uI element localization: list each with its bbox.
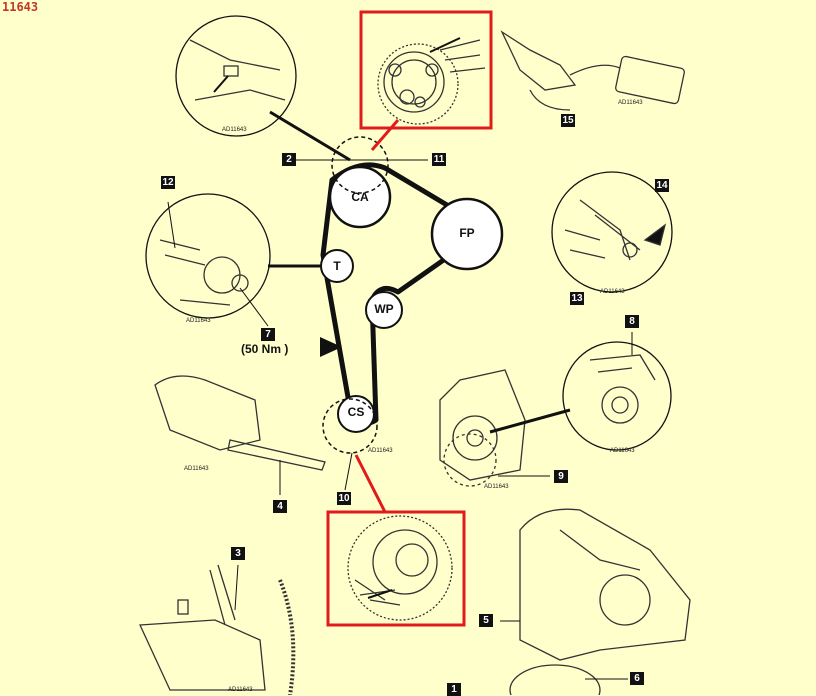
- callout-7: 7: [261, 328, 275, 341]
- callout-4: 4: [273, 500, 287, 513]
- callout-15: 15: [561, 114, 575, 127]
- pulley-fuel-pump: FP: [430, 197, 504, 271]
- callout-6: 6: [630, 672, 644, 685]
- detail-tensioner: [145, 193, 322, 327]
- callout-1: 1: [447, 683, 461, 696]
- figure-ref-8: AD11643: [368, 448, 393, 454]
- detail-timing-cover: [500, 508, 691, 695]
- detail-flywheel-lock: [139, 564, 296, 695]
- callout-12: 12: [161, 176, 175, 189]
- pulley-camshaft: CA: [328, 165, 392, 229]
- leader-10: [344, 452, 353, 491]
- camshaft-timing-mark-circle: [331, 136, 389, 194]
- figure-ref-9: AD11643: [228, 687, 253, 693]
- pulley-tensioner-label: T: [333, 259, 341, 273]
- crankshaft-timing-mark-circle: [322, 398, 378, 454]
- belt-direction-arrow-icon: [320, 337, 342, 357]
- pulley-water-pump: WP: [365, 291, 403, 329]
- detail-tensioner-adjust: [551, 171, 673, 293]
- detail-fuel-pump-sprocket: [439, 332, 672, 487]
- detail-crankshaft-tool: [154, 375, 326, 495]
- crankshaft-highlight-connector: [354, 454, 387, 513]
- callout-14: 14: [655, 179, 669, 192]
- figure-ref-5: AD11643: [184, 466, 209, 472]
- callout-2: 2: [282, 153, 296, 166]
- figure-ref-7: AD11643: [484, 484, 509, 490]
- callout-10: 10: [337, 492, 351, 505]
- figure-ref-3: AD11643: [186, 318, 211, 324]
- figure-ref-2: AD11643: [618, 100, 643, 106]
- figure-ref-4: AD11643: [600, 289, 625, 295]
- torque-spec: (50 Nm ): [241, 342, 289, 356]
- camshaft-highlight-connector: [370, 119, 400, 151]
- crankshaft-sprocket-detail: [347, 515, 453, 621]
- pulley-crankshaft-label: CS: [348, 405, 365, 419]
- figure-ref-1: AD11643: [222, 127, 247, 133]
- pulley-tensioner: T: [320, 249, 354, 283]
- callout-8: 8: [625, 315, 639, 328]
- document-id: 11643: [2, 0, 39, 14]
- camshaft-sprocket-detail-highlight: [359, 10, 493, 130]
- figure-ref-6: AD11643: [610, 448, 635, 454]
- detail-camshaft-lock: [175, 15, 351, 162]
- callout-11: 11: [432, 153, 446, 166]
- pulley-water-pump-label: WP: [374, 302, 393, 316]
- callout-9: 9: [554, 470, 568, 483]
- callout-3: 3: [231, 547, 245, 560]
- pulley-crankshaft: CS: [337, 395, 375, 433]
- camshaft-sprocket-detail: [377, 37, 486, 125]
- detail-timing-tool: [500, 30, 685, 111]
- pulley-camshaft-label: CA: [351, 190, 369, 204]
- pulley-fuel-pump-label: FP: [459, 226, 474, 240]
- callout-5: 5: [479, 614, 493, 627]
- crankshaft-sprocket-detail-highlight: [326, 510, 466, 627]
- callout-13: 13: [570, 292, 584, 305]
